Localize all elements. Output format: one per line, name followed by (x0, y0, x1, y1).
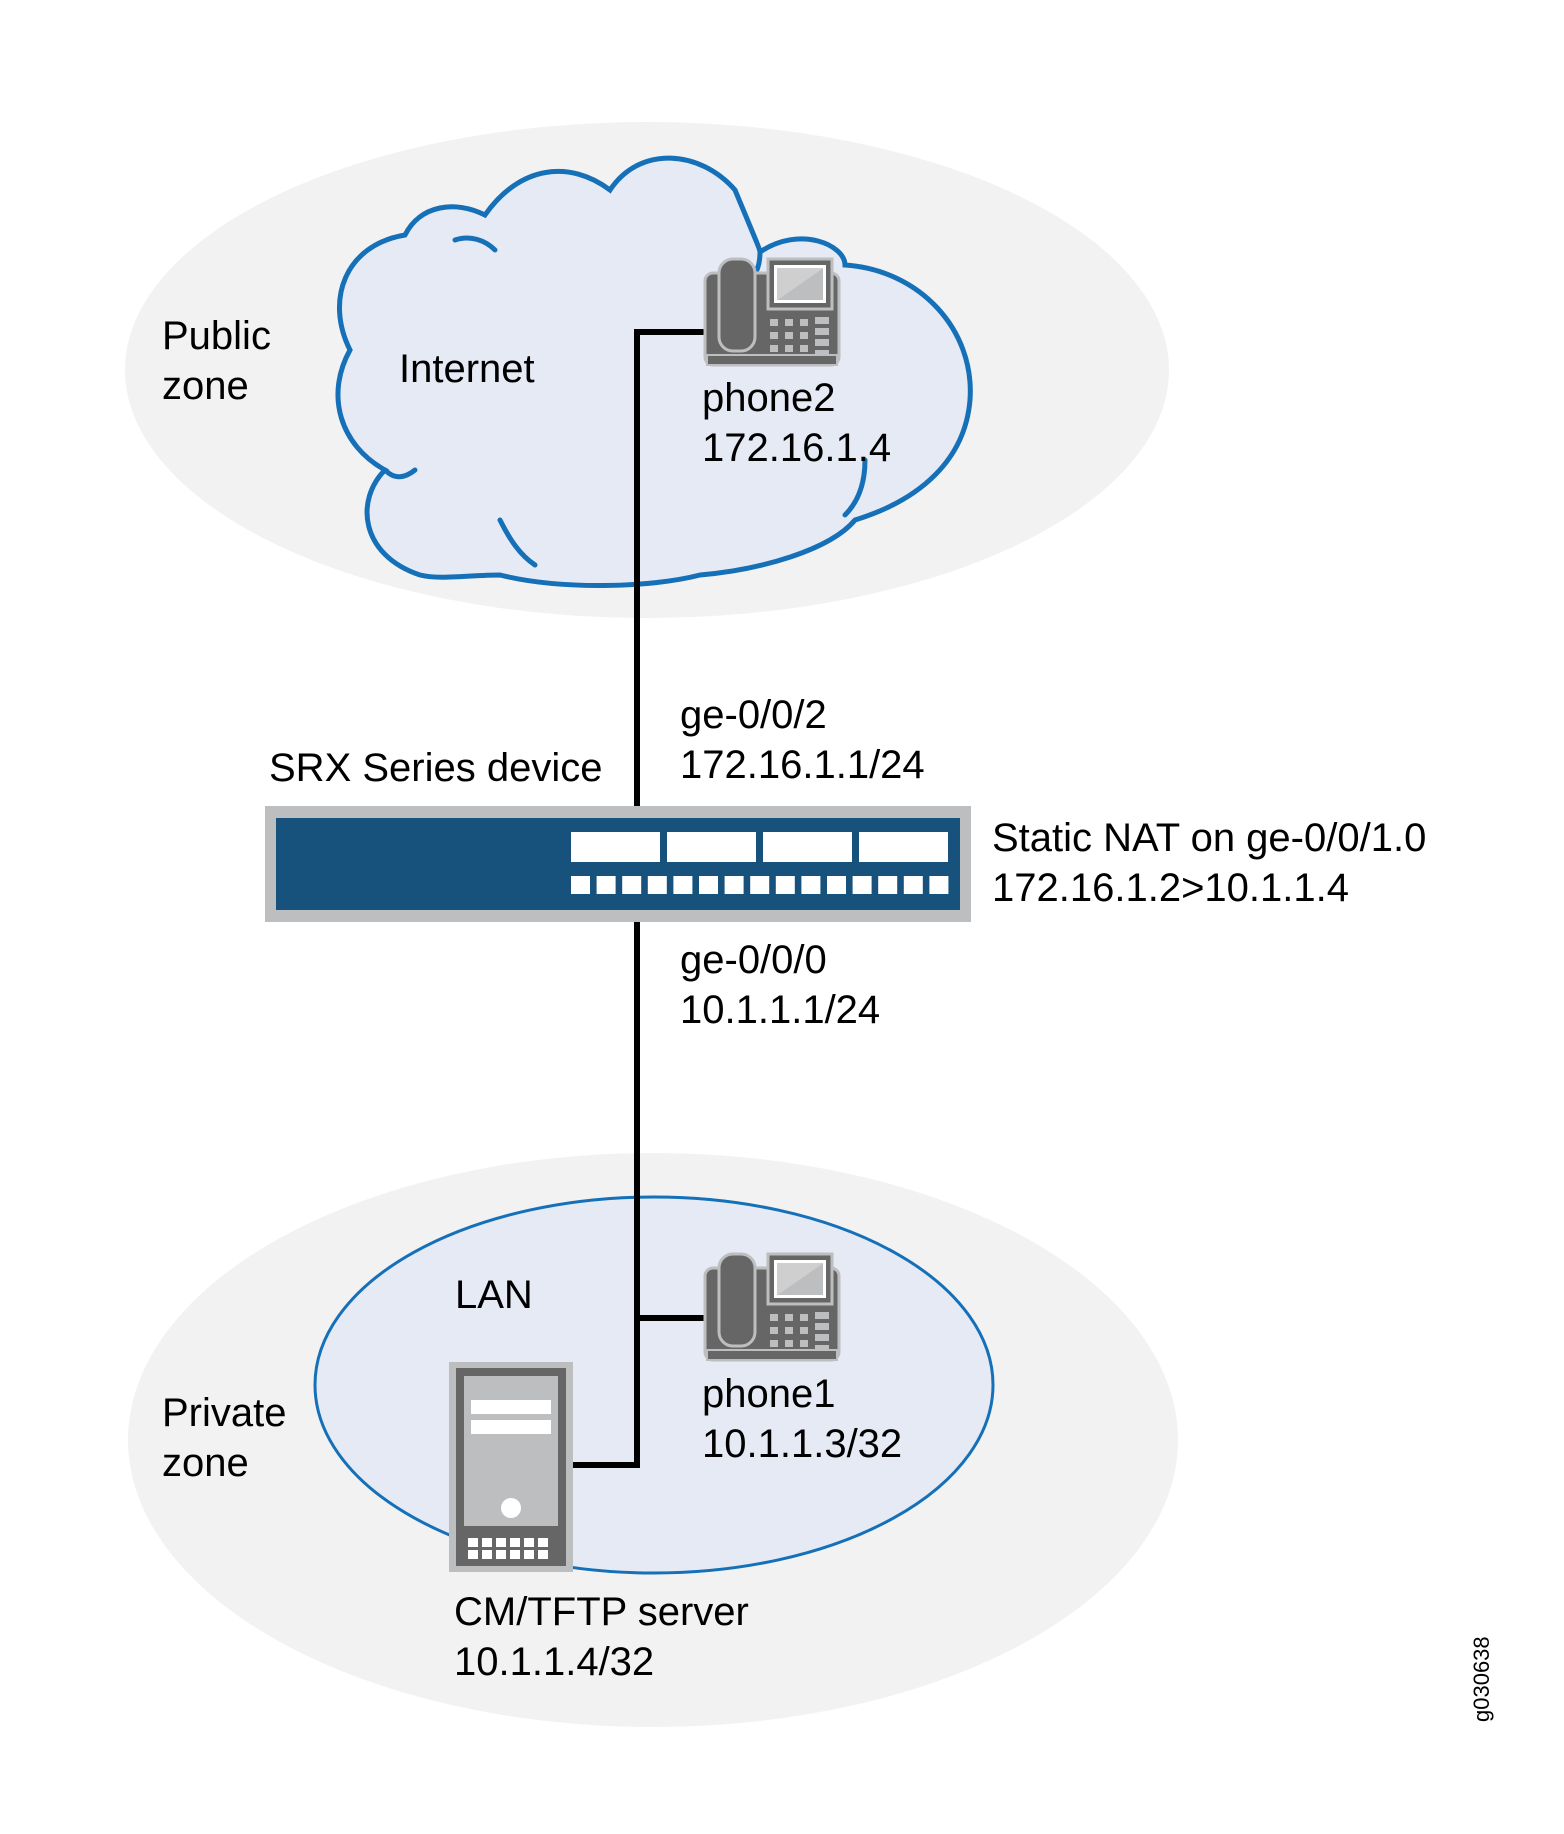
sfp-port (571, 832, 660, 862)
server-vent (496, 1550, 506, 1559)
private-zone-label-line1: Private (162, 1391, 287, 1435)
server-vent (510, 1538, 520, 1547)
ethernet-port (903, 876, 923, 894)
server-label: CM/TFTP server 10.1.1.4/32 (454, 1587, 749, 1687)
upper-interface-name: ge-0/0/2 (680, 693, 827, 737)
server-vent (538, 1550, 548, 1559)
srx-label: SRX Series device (269, 746, 603, 790)
ethernet-port (596, 876, 616, 894)
ethernet-port (622, 876, 642, 894)
server-vent (482, 1538, 492, 1547)
server-vent (496, 1538, 506, 1547)
public-zone-label-line1: Public (162, 314, 271, 358)
figure-id: g030638 (1469, 1636, 1494, 1722)
server-icon (449, 1362, 573, 1572)
upper-interface-label: ge-0/0/2 172.16.1.1/24 (680, 690, 925, 790)
server-vent (538, 1538, 548, 1547)
private-zone-label-line2: zone (162, 1441, 249, 1485)
private-zone-label: Private zone (162, 1388, 287, 1488)
nat-label: Static NAT on ge-0/0/1.0 172.16.1.2>10.1… (992, 813, 1426, 913)
server-vent (524, 1550, 534, 1559)
links (573, 329, 707, 1468)
ethernet-port (852, 876, 872, 894)
server-vent (468, 1538, 478, 1547)
server-vent (482, 1550, 492, 1559)
public-zone-label-line2: zone (162, 364, 249, 408)
sfp-port (763, 832, 852, 862)
phone1-address: 10.1.1.3/32 (702, 1422, 903, 1466)
lower-interface-address: 10.1.1.1/24 (680, 988, 881, 1032)
ethernet-port (775, 876, 795, 894)
ethernet-port (827, 876, 846, 894)
ethernet-port (673, 876, 693, 894)
server-vent (510, 1550, 520, 1559)
server-vent (468, 1550, 478, 1559)
ethernet-port (647, 876, 667, 894)
sfp-port (859, 832, 948, 862)
phone1-name: phone1 (702, 1372, 836, 1416)
lan-label: LAN (455, 1273, 533, 1317)
server-name: CM/TFTP server (454, 1590, 749, 1634)
ethernet-port (929, 876, 949, 894)
ethernet-port (724, 876, 744, 894)
sfp-port (667, 832, 756, 862)
public-zone-label: Public zone (162, 311, 271, 411)
upper-interface-address: 172.16.1.1/24 (680, 743, 925, 787)
srx-ethernet-ports (571, 876, 949, 894)
link-srx-to-phone2 (634, 329, 707, 806)
phone1-label: phone1 10.1.1.3/32 (702, 1369, 902, 1469)
phone2-label: phone2 172.16.1.4 (702, 373, 891, 473)
internet-label: Internet (399, 347, 535, 391)
ethernet-port (801, 876, 821, 894)
firewall-device-icon (265, 806, 971, 922)
phone2-name: phone2 (702, 376, 836, 420)
lower-interface-name: ge-0/0/0 (680, 938, 827, 982)
phone1-ip-phone-icon (703, 1252, 841, 1362)
ethernet-port (878, 876, 898, 894)
server-vent (524, 1538, 534, 1547)
phone2-ip-phone-icon (703, 257, 841, 367)
ethernet-port (750, 876, 770, 894)
nat-rule-interface: Static NAT on ge-0/0/1.0 (992, 816, 1427, 860)
ethernet-port (571, 876, 590, 894)
phone2-address: 172.16.1.4 (702, 426, 892, 470)
srx-sfp-ports (571, 832, 948, 862)
nat-rule-mapping: 172.16.1.2>10.1.1.4 (992, 866, 1349, 910)
ethernet-port (699, 876, 718, 894)
lower-interface-label: ge-0/0/0 10.1.1.1/24 (680, 935, 880, 1035)
server-address: 10.1.1.4/32 (454, 1640, 655, 1684)
